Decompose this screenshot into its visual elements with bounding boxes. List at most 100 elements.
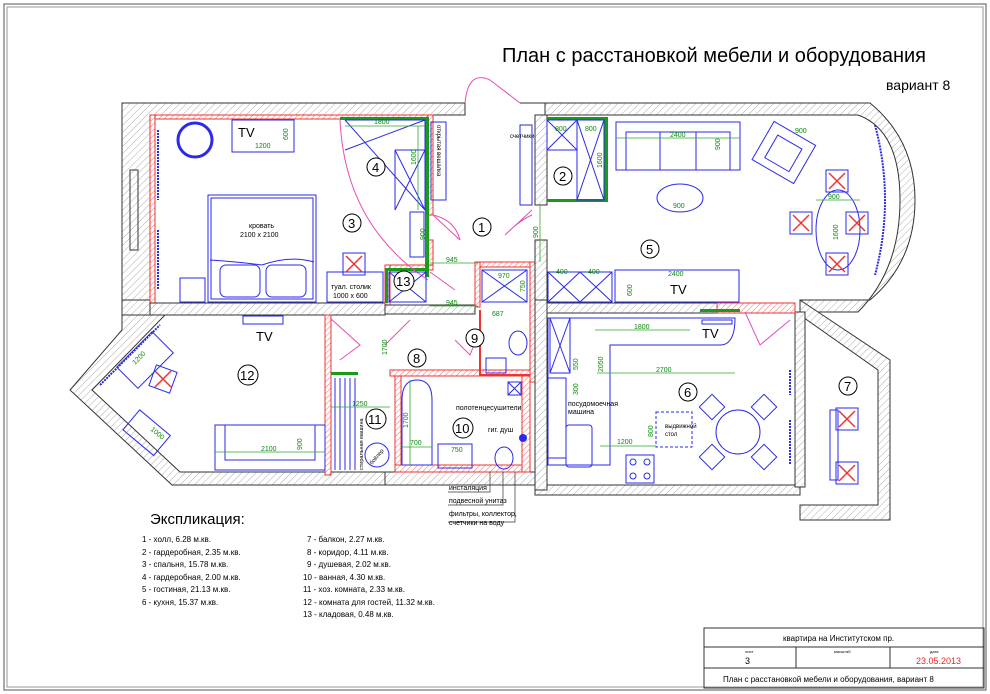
legend-item: 12 - комната для гостей, 11.32 м.кв.: [303, 598, 435, 607]
legend-item: 2 - гардеробная, 2.35 м.кв.: [142, 548, 241, 557]
dim-label: 1200: [255, 143, 271, 150]
utility-furniture: 1250 1700 стиральная машина бойлер: [331, 339, 390, 470]
dim-label: 1600: [833, 224, 840, 240]
open-hanger-label: открытая вешалка: [435, 125, 441, 177]
dim-label: 1200: [131, 350, 147, 366]
dim-label: 900: [297, 438, 304, 450]
tv-label: TV: [702, 326, 719, 341]
bed-size: 2100 x 2100: [240, 232, 279, 239]
legend-item: 8 - коридор, 4.11 м.кв.: [307, 548, 388, 557]
kitchen-chairs: [698, 393, 778, 471]
dim-label: 1600: [597, 152, 604, 168]
dim-label: 1800: [374, 119, 390, 126]
svg-text:1: 1: [478, 220, 485, 235]
dim-label: 2050: [598, 356, 605, 372]
svg-text:10: 10: [455, 421, 469, 436]
title-block: квартира на Институтском пр. лист 3 масш…: [703, 627, 985, 689]
dim-label: 700: [410, 440, 422, 447]
svg-text:13: 13: [396, 274, 410, 289]
dim-label: 970: [498, 273, 510, 280]
legend-item: 7 - балкон, 2.27 м.кв.: [307, 535, 384, 544]
room-number-2: 2: [553, 166, 573, 186]
sheet-number: 3: [745, 656, 750, 666]
dim-label: 1000: [149, 426, 166, 441]
dim-label: 1700: [382, 339, 389, 355]
legend-item: 10 - ванная, 4.30 м.кв.: [303, 573, 385, 582]
room-number-13: 13: [393, 270, 415, 292]
pull-table-label: стол: [665, 432, 678, 438]
svg-text:12: 12: [240, 368, 254, 383]
dim-label: 600: [283, 128, 290, 140]
variant-label: вариант 8: [886, 77, 950, 93]
hygienic-shower-label: гиг. душ: [488, 427, 514, 434]
filters-callout: счетчики на воду: [449, 520, 505, 527]
dim-label: 900: [673, 203, 685, 210]
hygienic-shower-icon: [519, 434, 527, 442]
date-label: дата: [930, 649, 939, 654]
legend-item: 9 - душевая, 2.02 м.кв.: [307, 560, 391, 569]
room-number-10: 10: [452, 417, 474, 439]
installation-callout: инсталяция: [449, 485, 487, 492]
hall: счетчики 900: [510, 124, 541, 262]
round-table: [715, 409, 761, 455]
boiler: [364, 442, 390, 468]
dim-label: 1800: [634, 324, 650, 331]
tv-label: TV: [238, 125, 255, 140]
room-numbers: 1 2 3 4 5 6 7 8 9 10 11 12 13: [237, 157, 858, 439]
dim-label: 400: [588, 269, 600, 276]
room-number-4: 4: [366, 157, 386, 177]
exterior-walls: [69, 102, 916, 521]
dim-label: 687: [492, 311, 504, 318]
dim-label: 900: [715, 138, 722, 150]
svg-text:5: 5: [646, 242, 653, 257]
svg-text:6: 6: [684, 385, 691, 400]
bathtub: [401, 379, 433, 466]
room-number-6: 6: [678, 382, 698, 402]
dim-label: 1700: [403, 412, 410, 428]
legend-heading: Экспликация:: [150, 511, 245, 528]
sink: [565, 424, 593, 468]
wardrobe-2: 800 800 1600: [546, 119, 605, 201]
legend-item: 4 - гардеробная, 2.00 м.кв.: [142, 573, 241, 582]
towel-dryer-label: полотенцесушители: [456, 405, 522, 412]
explication-legend: Экспликация: 1 - холл, 6.28 м.кв. 2 - га…: [142, 511, 435, 619]
svg-text:11: 11: [368, 412, 382, 427]
scale-label: масштаб: [834, 649, 851, 654]
dim-label: 2400: [670, 132, 686, 139]
dishwasher-label: посудомоечная: [568, 401, 618, 408]
washer-label: стиральная машина: [359, 418, 365, 470]
room-number-11: 11: [365, 408, 387, 430]
date: 23.05.2013: [916, 656, 961, 666]
dim-label: 2700: [656, 367, 672, 374]
dressing-table-size: 1000 x 600: [333, 293, 368, 300]
dim-label: 945: [446, 257, 458, 264]
room-number-7: 7: [838, 376, 858, 396]
bed: [207, 194, 317, 303]
living-furniture: 2400 900 900 900 900 1600 400 400 2400 6…: [547, 120, 886, 303]
cooktop: [625, 454, 655, 484]
bathroom-furniture: 1700 700 750 полотенцесушители гиг. душ: [401, 379, 527, 470]
legend-item: 5 - гостиная, 21.13 м.кв.: [142, 585, 230, 594]
svg-text:7: 7: [844, 379, 851, 394]
dim-label: 800: [648, 425, 655, 437]
svg-text:4: 4: [372, 160, 379, 175]
meters-label: счетчики: [510, 134, 534, 140]
filters-callout: фильтры, коллектор,: [449, 511, 517, 518]
room-number-8: 8: [407, 348, 427, 368]
wall-toilet: [494, 446, 514, 470]
dim-label: 945: [446, 300, 458, 307]
room-number-3: 3: [342, 213, 362, 233]
tv-label: TV: [256, 329, 273, 344]
svg-text:3: 3: [348, 216, 355, 231]
dishwasher-label: машина: [568, 409, 594, 416]
tv-console: [614, 269, 740, 303]
dim-label: 800: [585, 126, 597, 133]
dressing-table-label: туал. столик: [331, 284, 372, 291]
room-number-12: 12: [237, 364, 259, 386]
dim-label: 300: [573, 383, 580, 395]
bedroom-furniture: TV 1200 600 кровать 2100 x 2100 туал. ст…: [157, 119, 425, 303]
kitchen-furniture: 1800 2700 2050 550 300 TV посудомоечная …: [547, 317, 791, 484]
dim-label: 550: [573, 358, 580, 370]
legend-item: 1 - холл, 6.28 м.кв.: [142, 535, 211, 544]
